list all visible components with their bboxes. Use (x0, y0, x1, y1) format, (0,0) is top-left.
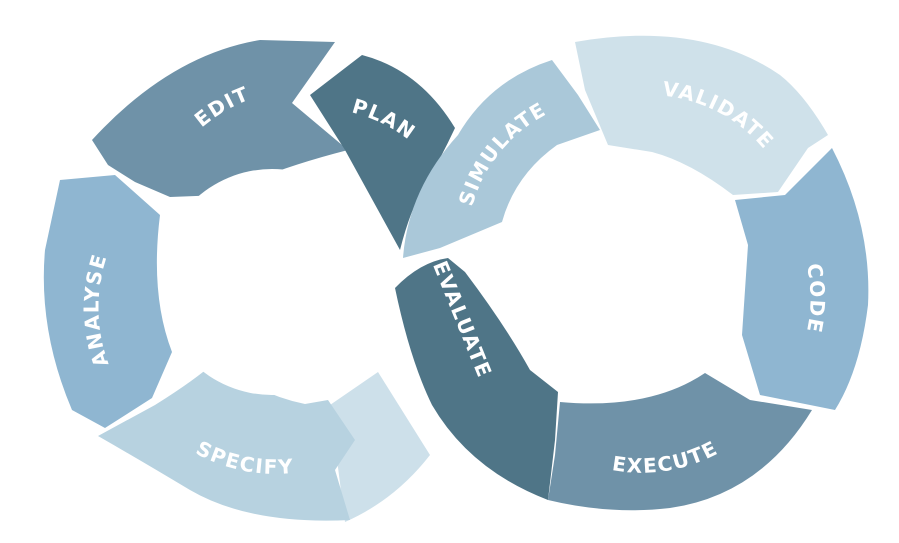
segment-analyse (43, 175, 173, 428)
connector-lower-left (330, 372, 430, 522)
segment-evaluate (395, 258, 558, 500)
inner-circle-right (515, 169, 741, 395)
segment-plan (310, 55, 455, 250)
segment-execute (548, 373, 812, 511)
segment-code (735, 148, 869, 410)
segment-edit (92, 40, 348, 197)
inner-circle-left (159, 169, 385, 395)
segment-simulate (403, 60, 600, 258)
segment-validate (575, 35, 828, 195)
segment-specify (98, 362, 355, 521)
